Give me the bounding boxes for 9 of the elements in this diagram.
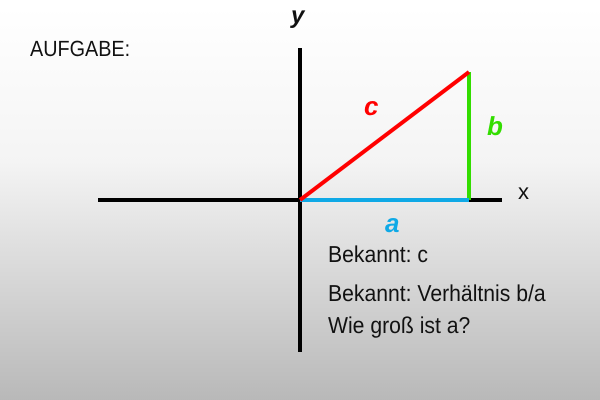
- question-text: Wie groß ist a?: [328, 314, 470, 337]
- side-label: b: [487, 113, 503, 139]
- title: AUFGABE:: [30, 38, 130, 60]
- given-text: Bekannt: Verhältnis b/a: [328, 282, 546, 305]
- side-label: c: [364, 93, 378, 119]
- given-text: Bekannt: c: [328, 243, 428, 266]
- axis-label: y: [291, 4, 304, 28]
- side-label: a: [385, 210, 400, 236]
- axis-label: x: [518, 181, 529, 203]
